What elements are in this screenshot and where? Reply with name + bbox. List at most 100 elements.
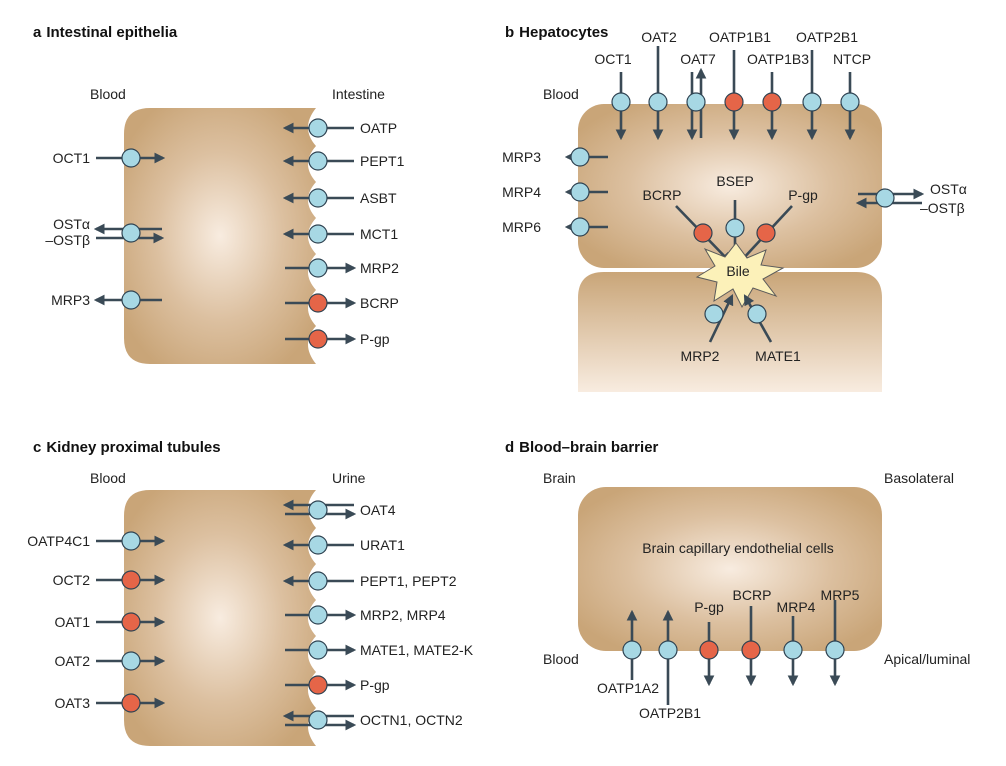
svg-text:OATP2B1: OATP2B1 — [796, 29, 858, 45]
intestine-label: Intestine — [332, 86, 385, 102]
svg-text:OATP: OATP — [360, 120, 397, 136]
mrp4-transporter: MRP4 — [777, 599, 816, 687]
svg-text:PEPT1, PEPT2: PEPT1, PEPT2 — [360, 573, 457, 589]
svg-text:OAT3: OAT3 — [54, 695, 90, 711]
bile-label: Bile — [726, 263, 750, 279]
svg-text:P-gp: P-gp — [788, 187, 818, 203]
svg-text:BCRP: BCRP — [643, 187, 682, 203]
mrp6-transporter: MRP6 — [502, 217, 608, 237]
ost-transporter: OSTα –OSTβ — [855, 181, 967, 216]
svg-text:P-gp: P-gp — [360, 677, 390, 693]
svg-text:–OSTβ: –OSTβ — [45, 232, 90, 248]
mate1-transporter: MATE1 — [743, 294, 801, 364]
svg-text:OATP1B1: OATP1B1 — [709, 29, 771, 45]
svg-text:OATP4C1: OATP4C1 — [27, 533, 90, 549]
svg-text:–OSTβ: –OSTβ — [920, 200, 965, 216]
mrp5-transporter: MRP5 — [821, 587, 860, 687]
oat3-transporter: OAT3 — [54, 693, 166, 713]
mrp3-transporter: MRP3 — [502, 147, 608, 167]
svg-text:OAT1: OAT1 — [54, 614, 90, 630]
octn-transporter: OCTN1, OCTN2 — [282, 710, 463, 731]
asbt-transporter: ASBT — [282, 188, 397, 208]
svg-text:MRP4: MRP4 — [777, 599, 816, 615]
intestinal-cell — [124, 108, 316, 364]
oatp1a2-transporter: OATP1A2 — [597, 609, 659, 696]
svg-text:MATE1: MATE1 — [755, 348, 801, 364]
mrp3-transporter: MRP3 — [51, 290, 162, 310]
bcrp-transporter: BCRP — [643, 187, 732, 264]
hepatocyte-cell-upper — [578, 104, 882, 268]
svg-text:MRP6: MRP6 — [502, 219, 541, 235]
svg-text:MRP5: MRP5 — [821, 587, 860, 603]
svg-text:OATP2B1: OATP2B1 — [639, 705, 701, 721]
oatp1b1-transporter: OATP1B1 — [709, 29, 771, 141]
svg-text:MATE1, MATE2-K: MATE1, MATE2-K — [360, 642, 474, 658]
svg-text:OAT2: OAT2 — [54, 653, 90, 669]
pgp-transporter: P-gp — [285, 329, 390, 349]
ntcp-transporter: NTCP — [833, 51, 871, 141]
oat4-transporter: OAT4 — [282, 499, 396, 520]
oct2-transporter: OCT2 — [53, 570, 166, 590]
svg-text:OCT2: OCT2 — [53, 572, 91, 588]
mrp2-transporter: MRP2 — [285, 258, 399, 278]
svg-text:OSTα: OSTα — [930, 181, 967, 197]
svg-text:MRP2: MRP2 — [360, 260, 399, 276]
mate-transporter: MATE1, MATE2-K — [285, 640, 474, 660]
brain-label: Brain — [543, 470, 576, 486]
brain-endothelial-cell — [578, 487, 882, 651]
pept1-pept2-transporter: PEPT1, PEPT2 — [282, 571, 457, 591]
hepatocyte-cell-lower — [578, 272, 882, 392]
svg-text:OSTα: OSTα — [53, 216, 90, 232]
svg-text:BCRP: BCRP — [360, 295, 399, 311]
oatp4c1-transporter: OATP4C1 — [27, 531, 166, 551]
pgp-transporter: P-gp — [285, 675, 390, 695]
oatp2b1-transporter: OATP2B1 — [639, 609, 701, 721]
oct1-transporter: OCT1 — [53, 148, 166, 168]
mrp2-mrp4-transporter: MRP2, MRP4 — [285, 605, 446, 625]
svg-text:MRP2: MRP2 — [681, 348, 720, 364]
blood-label: Blood — [90, 86, 126, 102]
svg-text:URAT1: URAT1 — [360, 537, 405, 553]
svg-text:OCTN1, OCTN2: OCTN1, OCTN2 — [360, 712, 463, 728]
svg-text:OATP1B3: OATP1B3 — [747, 51, 809, 67]
urine-label: Urine — [332, 470, 366, 486]
oat2-transporter: OAT2 — [54, 651, 166, 671]
svg-text:MRP2, MRP4: MRP2, MRP4 — [360, 607, 446, 623]
mrp4-transporter: MRP4 — [502, 182, 608, 202]
svg-text:BSEP: BSEP — [716, 173, 753, 189]
blood-label: Blood — [90, 470, 126, 486]
oct1-transporter: OCT1 — [594, 51, 632, 141]
pept1-transporter: PEPT1 — [282, 151, 405, 171]
pgp-transporter: P-gp — [694, 599, 724, 687]
oat2-transporter: OAT2 — [641, 29, 677, 141]
cell-label: Brain capillary endothelial cells — [642, 540, 833, 556]
bcrp-transporter: BCRP — [733, 587, 771, 687]
mct1-transporter: MCT1 — [282, 224, 398, 244]
svg-text:P-gp: P-gp — [694, 599, 724, 615]
blood-label: Blood — [543, 86, 579, 102]
proximal-tubule-cell — [124, 490, 316, 746]
svg-text:MRP3: MRP3 — [502, 149, 541, 165]
pgp-transporter: P-gp — [738, 187, 818, 264]
basolateral-label: Basolateral — [884, 470, 954, 486]
urat1-transporter: URAT1 — [282, 535, 405, 555]
svg-text:ASBT: ASBT — [360, 190, 397, 206]
svg-text:OAT4: OAT4 — [360, 502, 396, 518]
svg-text:PEPT1: PEPT1 — [360, 153, 405, 169]
ost-transporter: OSTα –OSTβ — [45, 216, 165, 248]
svg-text:OAT7: OAT7 — [680, 51, 716, 67]
svg-text:MCT1: MCT1 — [360, 226, 398, 242]
svg-text:MRP3: MRP3 — [51, 292, 90, 308]
svg-text:OAT2: OAT2 — [641, 29, 677, 45]
svg-text:P-gp: P-gp — [360, 331, 390, 347]
bsep-transporter: BSEP — [716, 173, 754, 265]
